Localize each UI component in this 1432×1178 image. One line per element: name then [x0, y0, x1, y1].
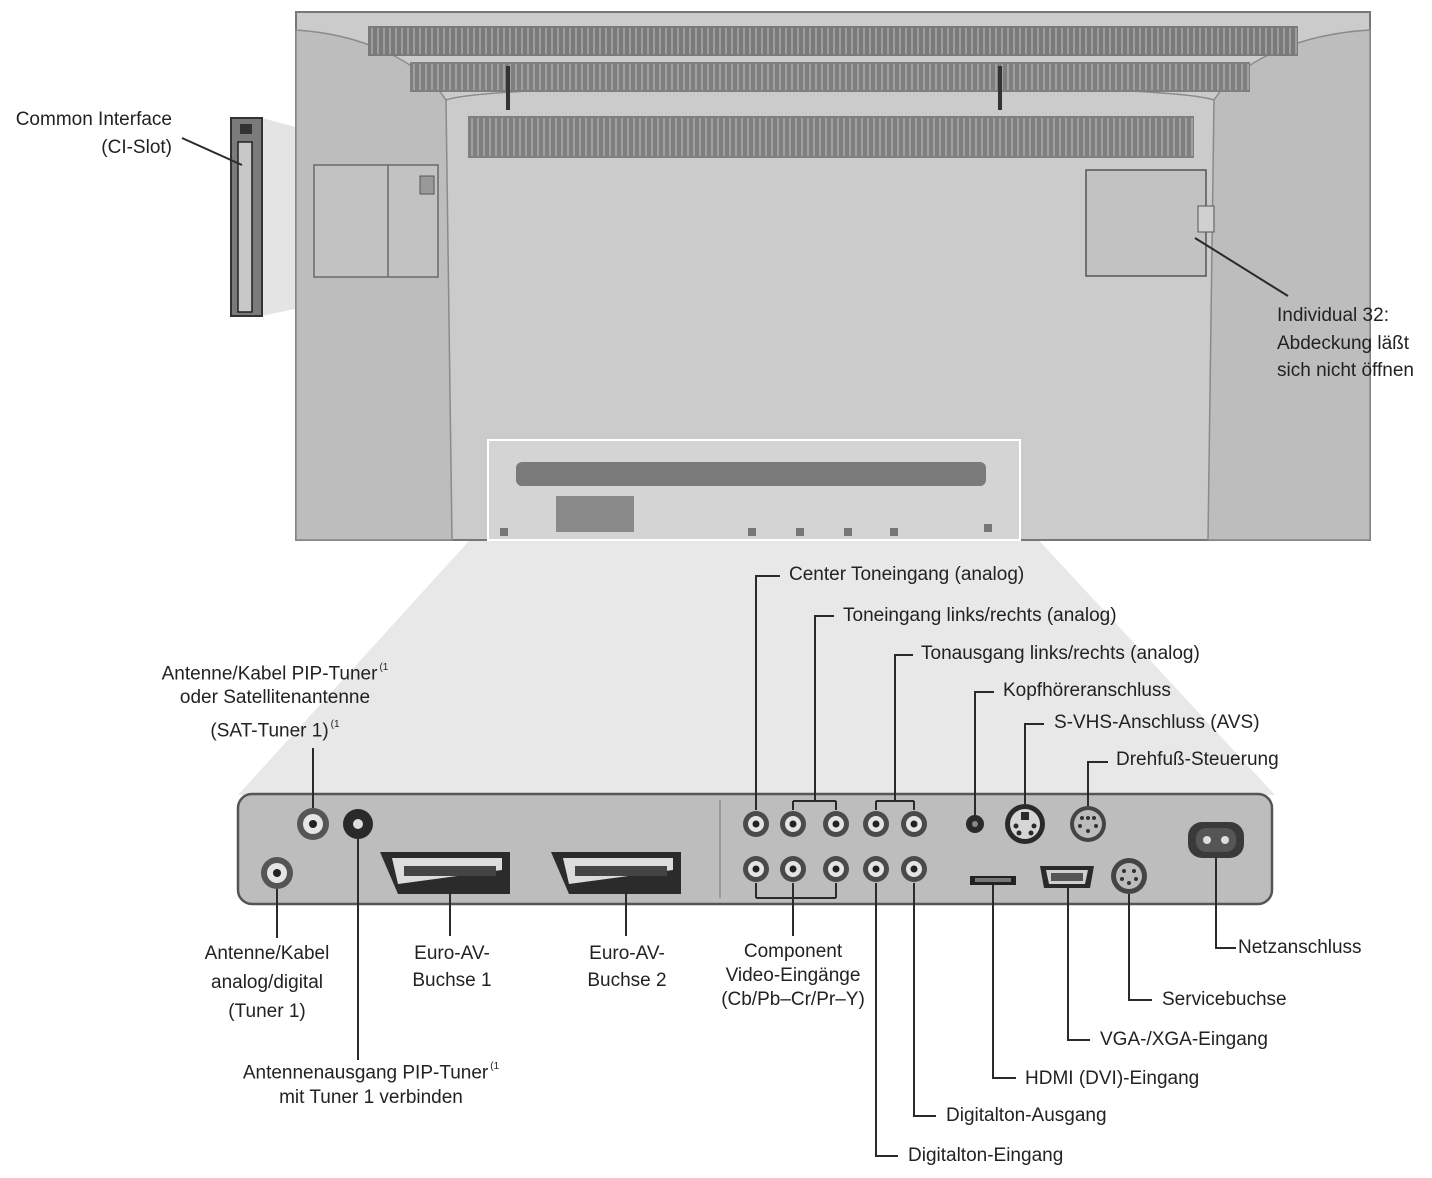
swivel-control-label: Drehfuß-Steuerung — [1116, 749, 1279, 770]
scart-2 — [551, 852, 681, 894]
audio-input-label: Toneingang links/rechts (analog) — [843, 605, 1117, 626]
center-input-label: Center Toneingang (analog) — [789, 564, 1025, 585]
service-label: Servicebuchse — [1162, 989, 1287, 1010]
power-socket — [1188, 822, 1244, 858]
antenna-pip-jack — [297, 808, 329, 840]
service-jack — [1111, 858, 1147, 894]
svhs-label: S-VHS-Anschluss (AVS) — [1054, 712, 1260, 733]
individual32-label-line1: Individual 32: — [1277, 305, 1389, 326]
cinch-jacks — [743, 811, 927, 882]
cinch-jack — [863, 856, 889, 882]
swivel-control-jack — [1070, 806, 1106, 842]
hdmi-port — [970, 876, 1016, 885]
cinch-jack — [901, 856, 927, 882]
scart-1 — [380, 852, 510, 894]
individual32-cover — [1085, 169, 1207, 277]
cinch-jack — [780, 811, 806, 837]
euro-av-2-label-line2: Buchse 2 — [587, 970, 667, 991]
cinch-jack — [863, 811, 889, 837]
antenna-label-line3: (Tuner 1) — [228, 1001, 306, 1022]
tv-rear — [295, 11, 1371, 541]
pip-tuner-label-line1: Antenne/Kabel PIP-Tuner(1 — [161, 662, 389, 685]
antenna-label-line1: Antenne/Kabel — [204, 943, 330, 964]
antenna-out-label-line2: mit Tuner 1 verbinden — [279, 1087, 463, 1108]
digital-in-label: Digitalton-Eingang — [908, 1145, 1064, 1166]
component-label-line3: (Cb/Pb–Cr/Pr–Y) — [721, 989, 865, 1010]
antenna-out-label-line1: Antennenausgang PIP-Tuner(1 — [242, 1061, 500, 1084]
ci-label-line1: Common Interface — [15, 109, 172, 130]
headphone-jack — [966, 815, 984, 833]
headphone-label: Kopfhöreranschluss — [1003, 680, 1171, 701]
individual32-label-line3: sich nicht öffnen — [1277, 360, 1414, 381]
euro-av-1-label-line2: Buchse 1 — [412, 970, 492, 991]
cinch-jack — [823, 811, 849, 837]
antenna-tuner1-jack — [261, 857, 293, 889]
component-label-line1: Component — [743, 941, 843, 962]
antenna-out-jack — [343, 809, 373, 839]
footnote-mark: (1 — [490, 1061, 500, 1072]
individual32-label-line2: Abdeckung läßt — [1277, 333, 1410, 354]
vent-grille — [368, 26, 1298, 158]
vga-label: VGA-/XGA-Eingang — [1100, 1029, 1268, 1050]
component-label-line2: Video-Eingänge — [725, 965, 861, 986]
digital-out-label: Digitalton-Ausgang — [946, 1105, 1107, 1126]
ci-cover — [313, 164, 439, 278]
cinch-jack — [823, 856, 849, 882]
cinch-jack — [780, 856, 806, 882]
euro-av-1-label-line1: Euro-AV- — [414, 943, 490, 964]
ci-slot — [230, 117, 263, 317]
hdmi-label: HDMI (DVI)-Eingang — [1025, 1068, 1200, 1089]
pip-tuner-label-line3: (SAT-Tuner 1)(1 — [210, 719, 340, 742]
euro-av-2-label-line1: Euro-AV- — [589, 943, 665, 964]
cinch-jack — [743, 856, 769, 882]
leader-lines — [181, 137, 1289, 1157]
vga-port — [1040, 866, 1094, 888]
power-label: Netzanschluss — [1238, 937, 1362, 958]
ci-label-line2: (CI-Slot) — [101, 137, 172, 158]
footnote-mark: (1 — [330, 719, 340, 730]
cinch-jack — [901, 811, 927, 837]
footnote-mark: (1 — [379, 662, 389, 673]
pip-tuner-label-line2: oder Satellitenantenne — [179, 687, 371, 708]
antenna-label-line2: analog/digital — [211, 972, 323, 993]
cinch-jack — [743, 811, 769, 837]
svhs-jack — [1005, 804, 1045, 844]
audio-output-label: Tonausgang links/rechts (analog) — [921, 643, 1200, 664]
